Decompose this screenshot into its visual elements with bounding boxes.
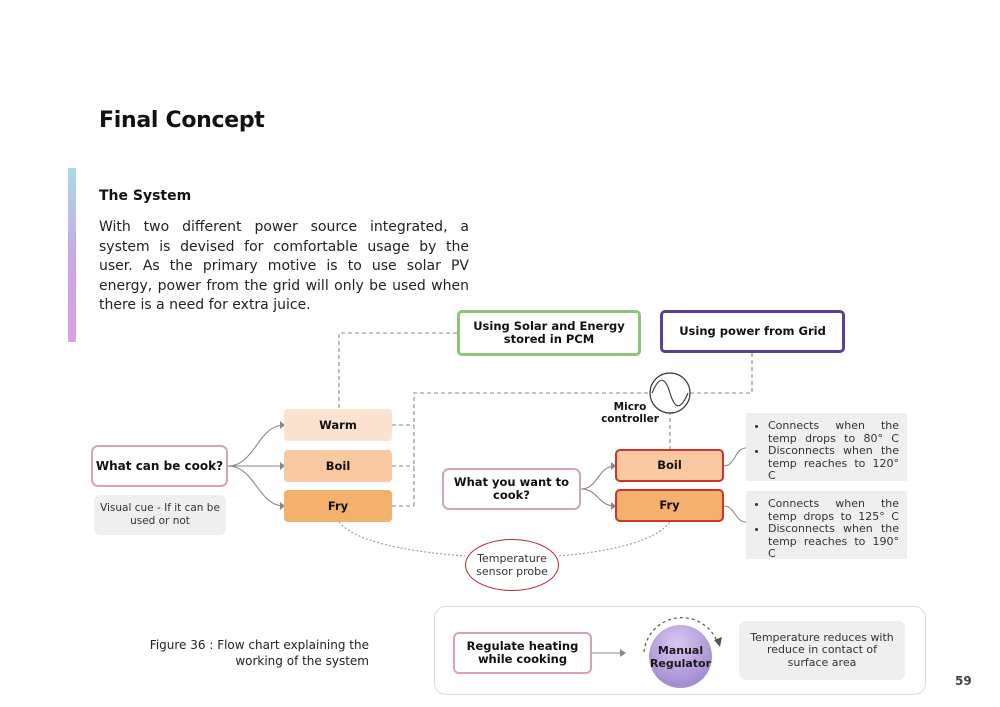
boil-connect-rule: Connects when the temp drops to 80° C [768,419,899,445]
boil-thresholds: Connects when the temp drops to 80° C Di… [746,413,907,483]
fry-option: Fry [284,490,392,522]
boil-disconnect-rule: Disconnects when the temp reaches to 120… [768,444,899,483]
connector-boil-info [723,447,747,467]
page-number: 59 [955,674,972,688]
what-you-want-box: What you want to cook? [442,468,581,510]
solar-source-box: Using Solar and Energy stored in PCM [457,310,641,356]
regulate-heating-box: Regulate heating while cooking [453,632,592,674]
rotate-arrow-icon [643,617,719,653]
connector-cook-warm [227,424,285,467]
accent-bar [68,168,76,342]
manual-regulator-knob: Manual Regulator [649,625,712,688]
boil-option: Boil [284,450,392,482]
what-can-be-cook-box: What can be cook? [91,445,228,487]
connector-grid-switch [690,353,753,394]
connector-fry-info [723,505,747,523]
connector-probe-fry2 [558,521,671,557]
temperature-note: Temperature reduces with reduce in conta… [739,621,905,680]
figure-caption: Figure 36 : Flow chart explaining the wo… [149,638,369,668]
visual-cue-note: Visual cue - If it can be used or not [94,495,226,535]
connector-bus-micro [413,392,670,506]
section-heading: The System [99,188,192,204]
boil-selected: Boil [615,449,724,482]
fry-thresholds: Connects when the temp drops to 125° C D… [746,491,907,561]
fry-disconnect-rule: Disconnects when the temp reaches to 190… [768,522,899,561]
warm-option: Warm [284,409,392,441]
body-paragraph: With two different power source integrat… [99,219,469,313]
connector-want-fry [580,488,616,507]
temperature-probe: Temperature sensor probe [465,539,559,591]
regulator-panel [434,606,926,695]
connector-want-boil [580,465,616,490]
microcontroller-label: Micro controller [601,401,659,425]
page-title: Final Concept [99,108,265,133]
connector-cook-fry [227,465,285,507]
fry-connect-rule: Connects when the temp drops to 125° C [768,497,899,523]
grid-source-box: Using power from Grid [660,310,845,353]
connector-fry-probe [338,521,466,557]
fry-selected: Fry [615,489,724,522]
connector-solar-warm [338,332,457,409]
